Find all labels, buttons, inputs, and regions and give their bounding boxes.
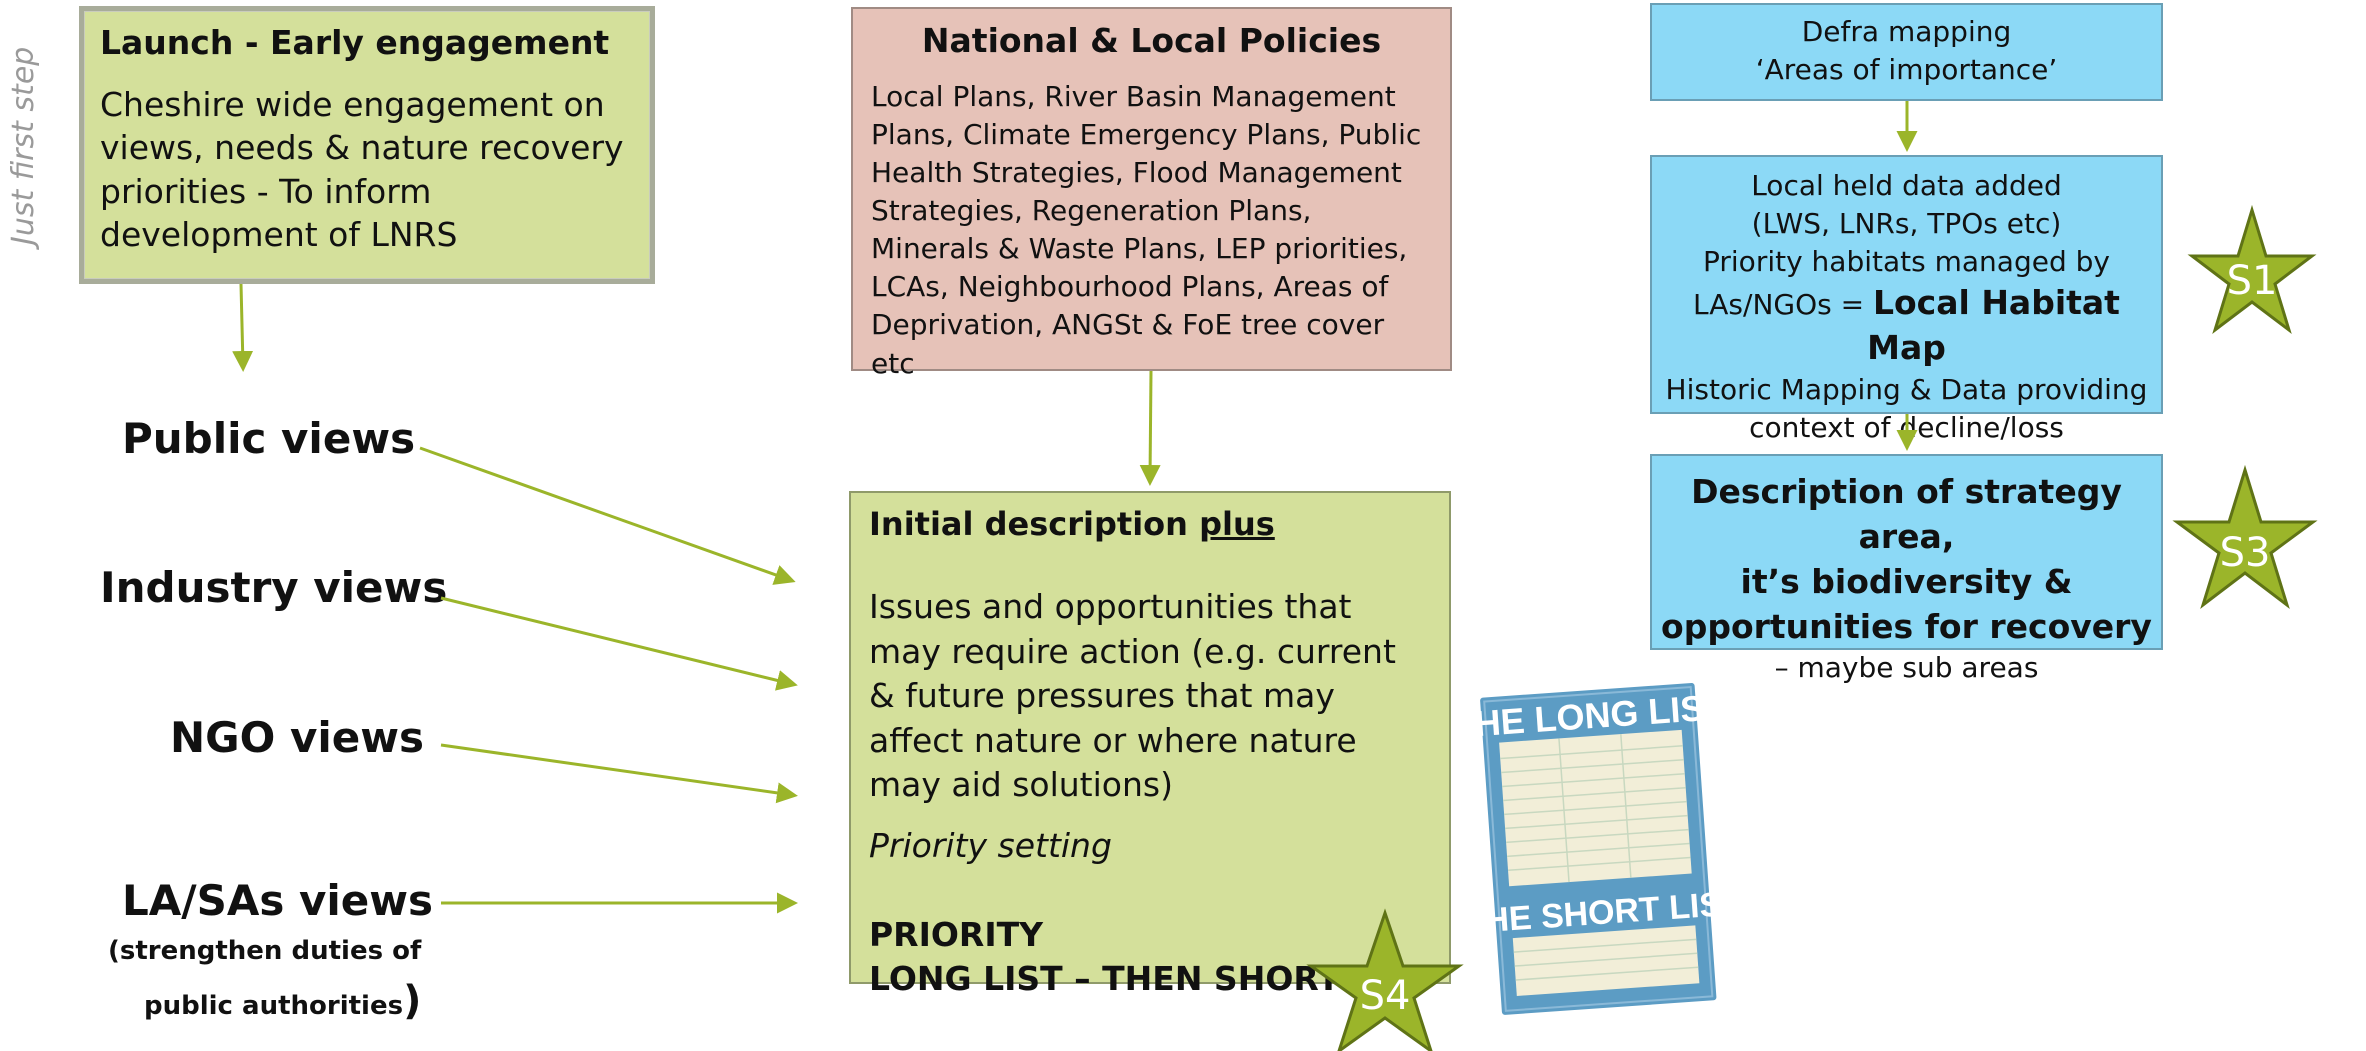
star-s3-label: S3 [2220, 530, 2271, 576]
launch-box: Launch - Early engagement Cheshire wide … [79, 6, 655, 284]
arrow-launch-to-public [232, 283, 254, 372]
local-line-4: LAs/NGOs = Local Habitat Map [1652, 281, 2161, 371]
desc-line-1: Description of strategy area, [1691, 472, 2122, 556]
star-s4-label: S4 [1360, 973, 1411, 1019]
arrow-ngo-to-initial [440, 743, 798, 804]
initial-title-main: Initial description [869, 505, 1200, 543]
desc-line-3: opportunities for recovery [1661, 606, 2152, 646]
star-s3-shape [2172, 464, 2318, 610]
la-views-sub-1: (strengthen duties of [108, 936, 422, 966]
initial-title: Initial description plus [869, 505, 1431, 543]
local-line-4-prefix: LAs/NGOs = [1693, 288, 1873, 322]
desc-line-2: it’s biodiversity & [1740, 561, 2073, 601]
priority-line-1: PRIORITY [869, 914, 1044, 954]
star-s4-shape [1306, 908, 1464, 1051]
local-habitat-map-label: Local Habitat Map [1867, 283, 2120, 368]
strategy-description-box: Description of strategy area, it’s biodi… [1650, 454, 2163, 684]
desc-line-4: – maybe sub areas [1774, 650, 2039, 684]
la-views-label: LA/SAs views [122, 876, 434, 925]
priority-line-2: LONG LIST – THEN SHORT [869, 959, 1340, 999]
arrow-policies-to-initial [1139, 370, 1161, 486]
policies-body: Local Plans, River Basin Management Plan… [871, 80, 1422, 380]
local-line-1: Local held data added [1751, 169, 2062, 202]
local-data-box: Local held data added (LWS, LNRs, TPOs e… [1650, 155, 2163, 444]
local-line-2: (LWS, LNRs, TPOs etc) [1751, 207, 2062, 241]
star-s1: S1 [2187, 204, 2317, 334]
local-line-3: Priority habitats managed by [1703, 245, 2110, 279]
star-s1-label: S1 [2227, 258, 2278, 304]
la-views-sub-paren: ) [403, 978, 422, 1024]
local-line-5: Historic Mapping & Data providing [1665, 372, 2148, 406]
star-s1-shape [2187, 204, 2317, 334]
arrow-public-to-initial [419, 446, 796, 585]
industry-views-label: Industry views [100, 563, 448, 612]
initial-title-plus: plus [1199, 505, 1275, 543]
defra-line-2: ‘Areas of importance’ [1755, 53, 2058, 87]
star-s3: S3 [2172, 464, 2318, 610]
issues-text: Issues and opportunities that may requir… [869, 587, 1396, 805]
defra-mapping-box: Defra mapping ‘Areas of importance’ [1650, 3, 2163, 101]
la-views-sub-2: public authorities) [144, 978, 421, 1024]
policies-title: National & Local Policies [921, 21, 1382, 60]
defra-line-1: Defra mapping [1801, 15, 2012, 48]
launch-body: Cheshire wide engagement on views, needs… [100, 84, 624, 255]
la-views-sub-2-text: public authorities [144, 991, 404, 1021]
ngo-views-label: NGO views [170, 713, 425, 762]
priority-setting-text: Priority setting [869, 825, 1112, 865]
long-short-list-notepad: THE LONG LIST THE SHORT LIST [1451, 683, 1744, 1015]
launch-title: Launch - Early engagement [100, 23, 610, 62]
star-s4: S4 [1306, 908, 1464, 1051]
policies-box: National & Local Policies Local Plans, R… [851, 7, 1452, 380]
public-views-label: Public views [122, 414, 416, 463]
arrow-industry-to-initial [440, 596, 798, 691]
initial-description-box: Initial description plus Issues and oppo… [849, 491, 1451, 998]
